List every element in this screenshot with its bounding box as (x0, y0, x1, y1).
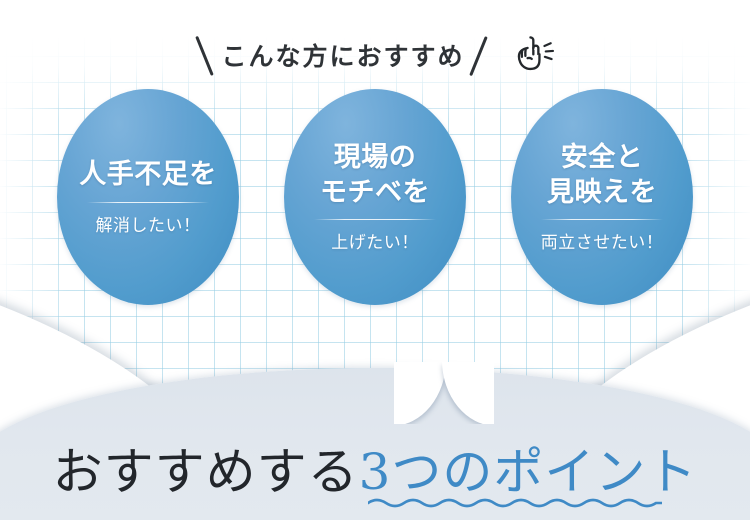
bubble-2-divider (314, 219, 436, 221)
headline-accent-rest: つのポイント (391, 443, 698, 501)
bubble-2: 現場の モチベを 上げたい！ (284, 89, 466, 305)
bubble-3-divider (541, 219, 663, 221)
footer-panel-shape (0, 368, 750, 520)
footer-notch (394, 362, 494, 424)
pointing-hand-icon (517, 36, 554, 71)
bubble-group: 人手不足を 解消したい！ 現場の モチベを 上げたい！ 安全と 見映えを 両立さ… (57, 89, 693, 305)
footer-panel: おすすめする3つのポイント (0, 350, 750, 520)
bubble-1-main: 人手不足を (79, 159, 217, 191)
footer-headline: おすすめする3つのポイント (0, 432, 750, 504)
headline-prefix: おすすめする (52, 443, 359, 501)
slash-left-icon (193, 33, 219, 77)
wavy-underline-icon (368, 498, 662, 508)
bubble-1: 人手不足を 解消したい！ (57, 89, 239, 305)
bubble-2-sub: 上げたい！ (331, 233, 419, 254)
bubble-3-main: 安全と 見映えを (547, 141, 657, 208)
bubble-3: 安全と 見映えを 両立させたい！ (511, 89, 693, 305)
bubble-3-sub: 両立させたい！ (540, 233, 664, 254)
bubble-1-divider (87, 201, 209, 203)
headline-accent-number: 3 (358, 443, 392, 501)
bubble-2-main: 現場の モチベを (320, 141, 430, 208)
bubble-1-sub: 解消したい！ (95, 215, 201, 236)
header-title: こんな方におすすめ (221, 42, 465, 71)
slash-right-icon (467, 33, 493, 77)
header: こんな方におすすめ (0, 24, 750, 86)
